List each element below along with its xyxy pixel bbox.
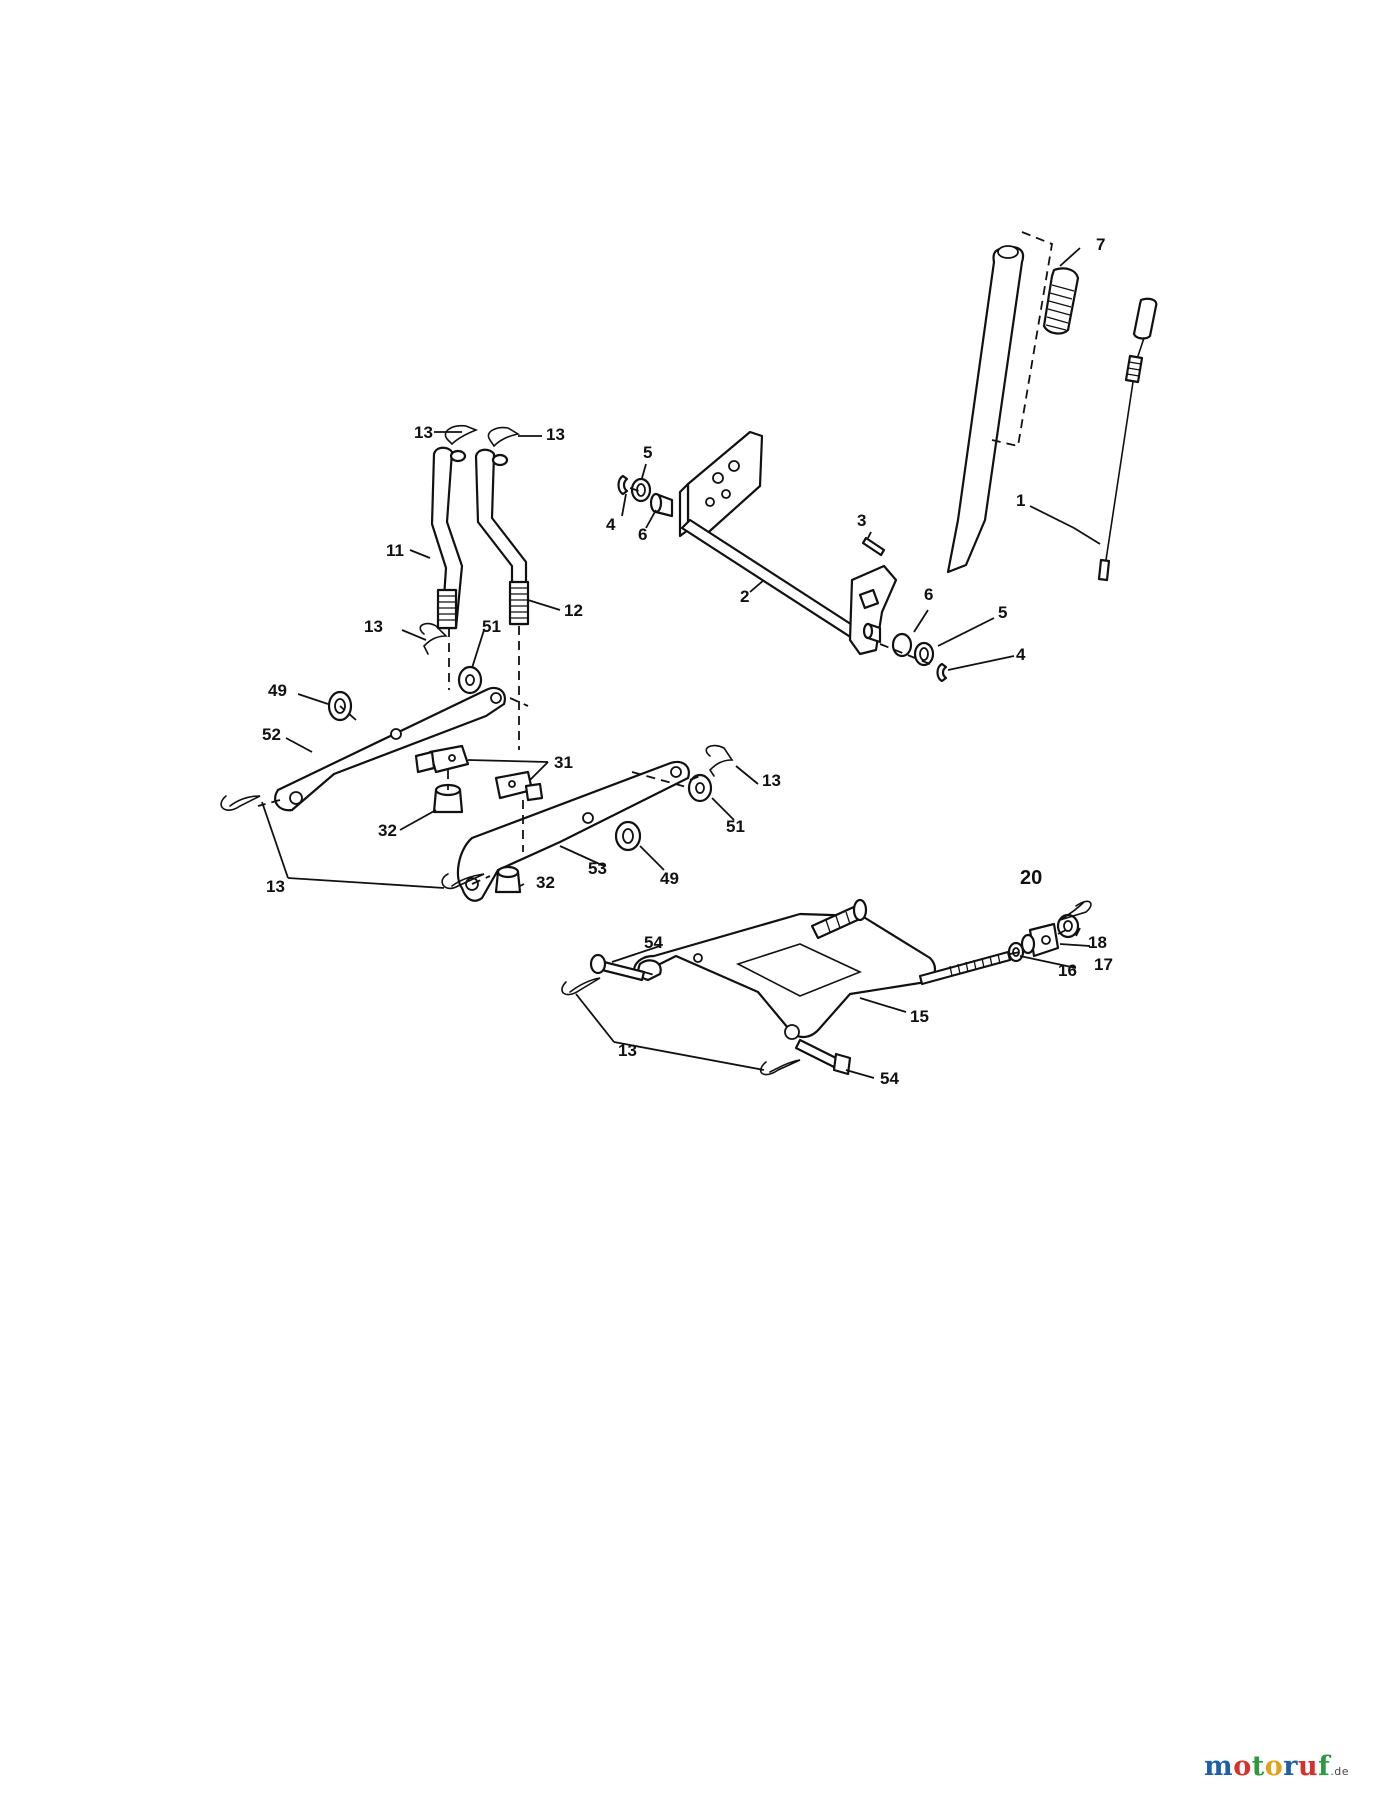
hairpin-clip-top [444, 424, 521, 467]
callout-13-lower-plate: 13 [618, 1041, 637, 1060]
logo-letter: u [1297, 1751, 1319, 1782]
callout-53: 53 [588, 859, 607, 878]
lift-shaft-stub [810, 898, 868, 940]
trunnion-31-right [494, 770, 544, 802]
assembly-lines-lever [629, 487, 931, 665]
logo-letter: f [1318, 1751, 1331, 1782]
adjuster-rod [918, 950, 1012, 986]
lift-plate-15 [633, 912, 936, 1040]
callout-32-right: 32 [536, 873, 555, 892]
callout-11: 11 [386, 541, 404, 560]
callout-31: 31 [554, 753, 573, 772]
hairpin-clip-lower-left [220, 795, 261, 811]
callout-labels: 7 1 3 5 4 6 2 6 5 4 13 13 11 12 13 51 49… [262, 235, 1113, 1088]
callout-13-top-right: 13 [546, 425, 565, 444]
callout-13-lower-left: 13 [266, 877, 285, 896]
hardware-right [862, 622, 948, 683]
bushing-49-right [614, 820, 642, 852]
link-bar-53 [456, 760, 690, 902]
callout-15: 15 [910, 1007, 929, 1026]
pivot-plate [678, 430, 764, 540]
callout-4-right: 4 [1016, 645, 1026, 664]
hairpin-clip-20 [1059, 900, 1092, 921]
callout-16: 16 [1058, 961, 1077, 980]
logo-letter: o [1264, 1751, 1284, 1782]
lever-bracket [848, 564, 898, 656]
grip-spring [1042, 267, 1080, 335]
callout-12: 12 [564, 601, 583, 620]
washer-51-left [457, 665, 483, 695]
hairpin-clip-right [705, 744, 734, 777]
callout-51-left: 51 [482, 617, 501, 636]
callout-49-right: 49 [660, 869, 679, 888]
logo-letter: m [1204, 1751, 1234, 1782]
trunnion-31-left [414, 744, 470, 774]
callout-5-right: 5 [998, 603, 1007, 622]
lift-link-left [430, 446, 464, 630]
bolt-54-lower [794, 1038, 852, 1076]
callout-54-upper: 54 [644, 933, 663, 952]
logo-letter: t [1251, 1751, 1265, 1782]
roll-pin [861, 536, 886, 557]
nut-32-right [494, 865, 522, 894]
callout-20: 20 [1020, 867, 1042, 889]
hardware-left [617, 474, 674, 518]
callout-6-left: 6 [638, 525, 647, 544]
callout-6-right: 6 [924, 585, 933, 604]
callout-13-top-left: 13 [414, 423, 433, 442]
callout-18: 18 [1088, 933, 1107, 952]
callout-52: 52 [262, 725, 281, 744]
hairpin-clip-lower-plate-right [760, 1059, 801, 1076]
assembly-lines-left [257, 626, 701, 885]
release-rod [1097, 297, 1158, 582]
cross-shaft [680, 518, 862, 640]
callout-1: 1 [1016, 491, 1025, 510]
lift-lever-handle [946, 231, 1054, 574]
callout-32-left: 32 [378, 821, 397, 840]
hairpin-clip-lower-mid [441, 873, 485, 890]
callout-4-left: 4 [606, 515, 616, 534]
logo-letter: o [1233, 1751, 1252, 1782]
washer-51-right [687, 773, 713, 803]
callout-3: 3 [857, 511, 866, 530]
callout-49-left: 49 [268, 681, 287, 700]
logo-letter: r [1283, 1751, 1298, 1782]
trunnion-17 [1020, 922, 1060, 958]
lift-link-right [474, 448, 530, 626]
assembly-lines-plate [643, 929, 1067, 977]
motoruf-logo: motoruf.de [1204, 1751, 1349, 1782]
callout-13-right: 13 [762, 771, 781, 790]
callout-54-lower: 54 [880, 1069, 899, 1088]
hairpin-clip-mid-left [419, 622, 448, 655]
logo-tld: .de [1330, 1765, 1349, 1778]
link-bar-52 [274, 686, 506, 812]
callout-51-right: 51 [726, 817, 745, 836]
callout-2: 2 [740, 587, 749, 606]
callout-13-mid: 13 [364, 617, 383, 636]
callout-7: 7 [1096, 235, 1105, 254]
callout-17: 17 [1094, 955, 1113, 974]
leader-lines [261, 247, 1101, 1079]
bolt-54-upper [589, 953, 646, 982]
hairpin-clip-lower-plate-left [561, 977, 601, 996]
callout-5-left: 5 [643, 443, 652, 462]
